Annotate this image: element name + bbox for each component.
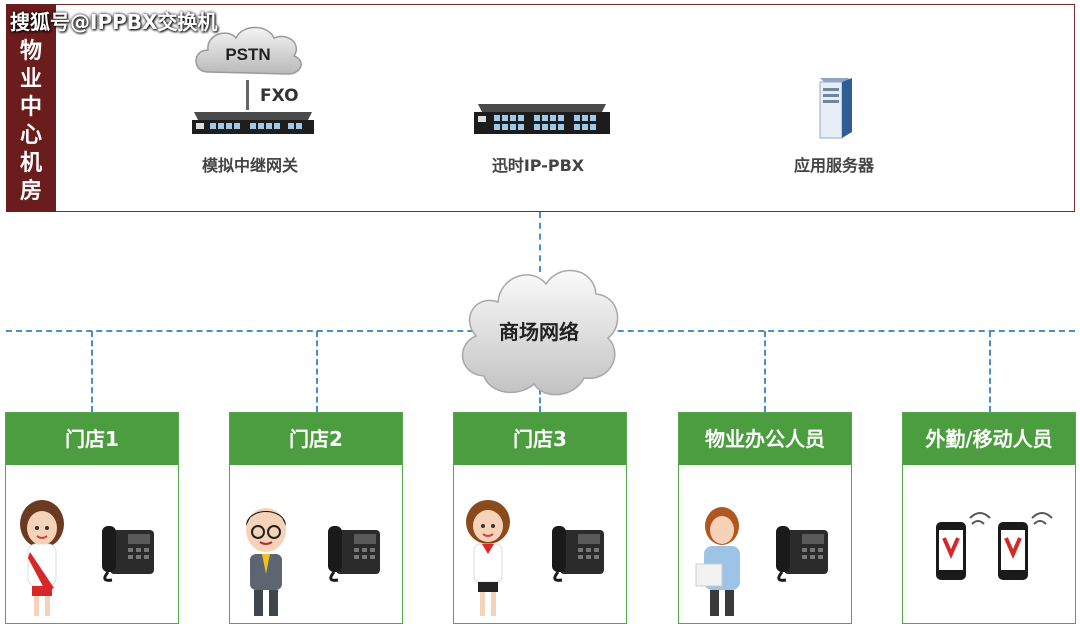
- machine-room-label-text: 物 业 中 心 机 房: [19, 39, 42, 204]
- card-title: 门店3: [454, 413, 626, 465]
- smartphone-icon: [998, 512, 1053, 580]
- mall-network-label: 商场网络: [499, 320, 579, 344]
- link-store-1: [91, 331, 93, 412]
- man-avatar-icon: [246, 508, 286, 616]
- card-title: 外勤/移动人员: [903, 413, 1075, 465]
- woman-avatar-icon: [20, 500, 64, 616]
- pstn-cloud-icon: PSTN: [195, 26, 302, 75]
- analog-gateway-icon: [192, 112, 314, 134]
- pstn-label: PSTN: [225, 45, 270, 64]
- link-office: [764, 331, 766, 412]
- smartphone-icon: [936, 512, 991, 580]
- card-title: 门店2: [230, 413, 402, 465]
- desk-phone-icon: [328, 526, 380, 582]
- mall-network-cloud-icon: [461, 269, 619, 396]
- card-title: 物业办公人员: [679, 413, 851, 465]
- card-mobile-staff: 外勤/移动人员: [902, 412, 1076, 624]
- server-icon: [819, 78, 852, 139]
- card-property-office: 物业办公人员: [678, 412, 852, 624]
- fxo-label: FXO: [260, 86, 299, 106]
- gateway-caption: 模拟中继网关: [201, 156, 298, 175]
- link-mobile: [989, 331, 991, 412]
- card-title: 门店1: [6, 413, 178, 465]
- ip-pbx-icon: [474, 104, 610, 134]
- machine-room-side-label: 物 业 中 心 机 房: [6, 4, 56, 212]
- receptionist-avatar-icon: [466, 500, 510, 616]
- server-caption: 应用服务器: [793, 156, 874, 175]
- room-to-network-line: [539, 212, 541, 272]
- desk-phone-icon: [776, 526, 828, 582]
- office-worker-avatar-icon: [695, 507, 740, 616]
- desk-phone-icon: [552, 526, 604, 582]
- pstn-link-line: [246, 80, 249, 110]
- watermark-text: 搜狐号@IPPBX交换机: [10, 10, 218, 34]
- link-store-3: [539, 380, 541, 412]
- pbx-caption: 迅时IP-PBX: [491, 156, 585, 175]
- link-store-2: [316, 331, 318, 412]
- desk-phone-icon: [102, 526, 154, 582]
